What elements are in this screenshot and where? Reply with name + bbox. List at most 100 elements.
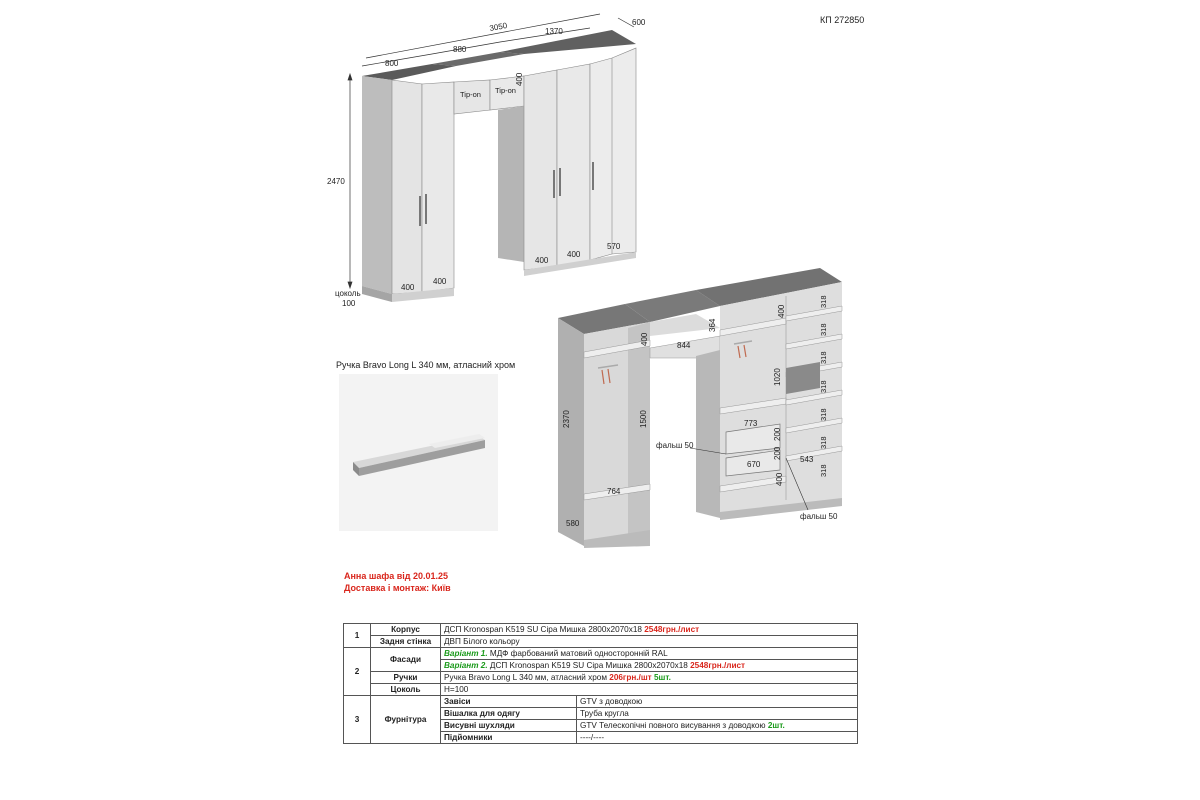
idim-side-depth: 543 — [800, 455, 814, 464]
cell-category: Корпус — [370, 623, 441, 636]
drawers-text: GTV Телескопічні повного висування з дов… — [580, 721, 766, 730]
interior-middle-section — [649, 314, 721, 518]
cell-category: Задня стінка — [370, 635, 441, 648]
row-number: 3 — [343, 695, 371, 744]
korpus-text: ДСП Kronospan K519 SU Сіра Мишка 2800x20… — [444, 625, 642, 634]
document-code: КП 272850 — [820, 15, 865, 25]
shelf-spacing-4: 318 — [819, 380, 828, 393]
idim-right-bottom: 400 — [775, 472, 784, 486]
interior-tops — [558, 268, 842, 334]
dim-right-width: 1370 — [545, 27, 563, 36]
cell-category: Ручки — [370, 671, 441, 684]
cell-value: Труба кругла — [576, 707, 858, 720]
shelf-spacing-7: 318 — [819, 464, 828, 477]
cell-value: Ручка Bravo Long L 340 мм, атласний хром… — [440, 671, 858, 684]
idim-height: 2370 — [562, 410, 571, 428]
handle-illustration — [353, 434, 485, 476]
table-row: Вішалка для одягу Труба кругла — [344, 707, 858, 720]
dim-door-left-1: 400 — [401, 283, 415, 292]
facade-v1-text: МДФ фарбований матовий односторонній RAL — [489, 649, 668, 658]
facade-v1-label: Варіант 1. — [444, 649, 488, 658]
cell-category: Цоколь — [370, 683, 441, 696]
facade-v2-label: Варіант 2. — [444, 661, 488, 670]
dim-mezzanine-height: 400 — [515, 72, 524, 86]
korpus-price: 2548грн./лист — [644, 625, 700, 634]
shelf-spacing-6: 318 — [819, 436, 828, 449]
idim-depth: 580 — [566, 519, 580, 528]
front-middle-mezzanine — [453, 75, 525, 262]
idim-right-hang-height: 1020 — [773, 368, 782, 386]
dim-door-left-2: 400 — [433, 277, 447, 286]
cell-value: Варіант 2. ДСП Kronospan K519 SU Сіра Ми… — [440, 659, 858, 672]
cell-value: GTV з доводкою — [576, 695, 858, 708]
front-wardrobe-tops — [362, 30, 636, 80]
table-row: Висувні шухляди GTV Телескопічні повного… — [344, 719, 858, 732]
interior-left-section — [558, 318, 651, 548]
idim-drawer-width-bottom: 670 — [747, 460, 761, 469]
cell-category: Фурнітура — [370, 695, 441, 744]
idim-left-hang-height: 1500 — [639, 410, 648, 428]
order-note: Анна шафа від 20.01.25 — [344, 571, 449, 581]
tipon-label-2: Tip-on — [495, 86, 516, 95]
shelf-spacing-3: 318 — [819, 351, 828, 364]
cell-subcategory: Висувні шухляди — [440, 719, 577, 732]
interior-right-section — [719, 282, 843, 520]
handles-qty: 5шт. — [653, 673, 671, 682]
cell-subcategory: Завіси — [440, 695, 577, 708]
falsh-left-leader — [689, 447, 727, 455]
handles-text: Ручка Bravo Long L 340 мм, атласний хром — [444, 673, 607, 682]
cell-value: H=100 — [440, 683, 858, 696]
table-row: Задня стінка ДВП Білого кольору — [344, 635, 858, 648]
falsh-left-label: фальш 50 — [656, 441, 694, 450]
idim-left-lower-width: 764 — [607, 487, 621, 496]
shelf-spacing-2: 318 — [819, 323, 828, 336]
falsh-right-leader — [785, 457, 809, 511]
front-right-cabinet — [523, 47, 637, 276]
table-row: 1 Корпус ДСП Kronospan K519 SU Сіра Мишк… — [343, 623, 858, 648]
cell-category: Фасади — [370, 647, 441, 672]
interior-view-drawing: 2370 580 764 1500 400 844 364 400 1020 7… — [558, 268, 843, 548]
handle-photo — [339, 374, 498, 531]
table-row: Ручки Ручка Bravo Long L 340 мм, атласни… — [344, 671, 858, 684]
front-dimension-lines — [347, 13, 635, 290]
cell-value: GTV Телескопічні повного висування з дов… — [576, 719, 858, 732]
dim-plinth-value: 100 — [342, 299, 356, 308]
dim-left-width: 800 — [385, 59, 399, 68]
row-number: 2 — [343, 647, 371, 696]
cell-value: ДВП Білого кольору — [440, 635, 858, 648]
idim-right-top-shelf: 400 — [777, 304, 786, 318]
dim-depth: 600 — [632, 18, 646, 27]
front-left-cabinet — [362, 76, 455, 302]
handles-price: 206грн./шт — [609, 673, 652, 682]
tipon-label-1: Tip-on — [460, 90, 481, 99]
handle-caption: Ручка Bravo Long L 340 мм, атласний хром — [336, 360, 516, 370]
shelf-spacing-1: 318 — [819, 295, 828, 308]
dim-total-width: 3050 — [489, 21, 509, 33]
cell-value: ----/---- — [576, 731, 858, 744]
falsh-right-label: фальш 50 — [800, 512, 838, 521]
idim-left-top-shelf: 400 — [640, 332, 649, 346]
idim-drawer-height-2: 200 — [773, 446, 782, 460]
idim-mid-top-height: 364 — [708, 318, 717, 332]
front-view-drawing: 3050 600 800 880 1370 2470 400 цоколь 10… — [327, 13, 646, 308]
row-number: 1 — [343, 623, 371, 648]
idim-drawer-width-top: 773 — [744, 419, 758, 428]
idim-drawer-height-1: 200 — [773, 427, 782, 441]
table-row: 3 Фурнітура Завіси GTV з доводкою — [343, 695, 858, 744]
cell-subcategory: Підйомники — [440, 731, 577, 744]
cell-value: Варіант 1. МДФ фарбований матовий одност… — [440, 647, 858, 660]
spec-table: 1 Корпус ДСП Kronospan K519 SU Сіра Мишк… — [343, 623, 858, 744]
table-row: Цоколь H=100 — [344, 683, 858, 696]
facade-v2-text: ДСП Kronospan K519 SU Сіра Мишка 2800x20… — [489, 661, 688, 670]
dim-plinth-label: цоколь — [335, 289, 361, 298]
facade-v2-price: 2548грн./лист — [690, 661, 746, 670]
cell-value: ДСП Kronospan K519 SU Сіра Мишка 2800x20… — [440, 623, 858, 636]
drawers-qty: 2шт. — [767, 721, 785, 730]
dim-height: 2470 — [327, 177, 345, 186]
table-row: 2 Фасади Варіант 1. МДФ фарбований матов… — [343, 647, 858, 696]
dim-door-right-3: 570 — [607, 242, 621, 251]
idim-mid-shelf-width: 844 — [677, 341, 691, 350]
shelf-spacing-5: 318 — [819, 408, 828, 421]
delivery-note: Доставка і монтаж: Київ — [344, 583, 451, 593]
dim-middle-width: 880 — [453, 45, 467, 54]
